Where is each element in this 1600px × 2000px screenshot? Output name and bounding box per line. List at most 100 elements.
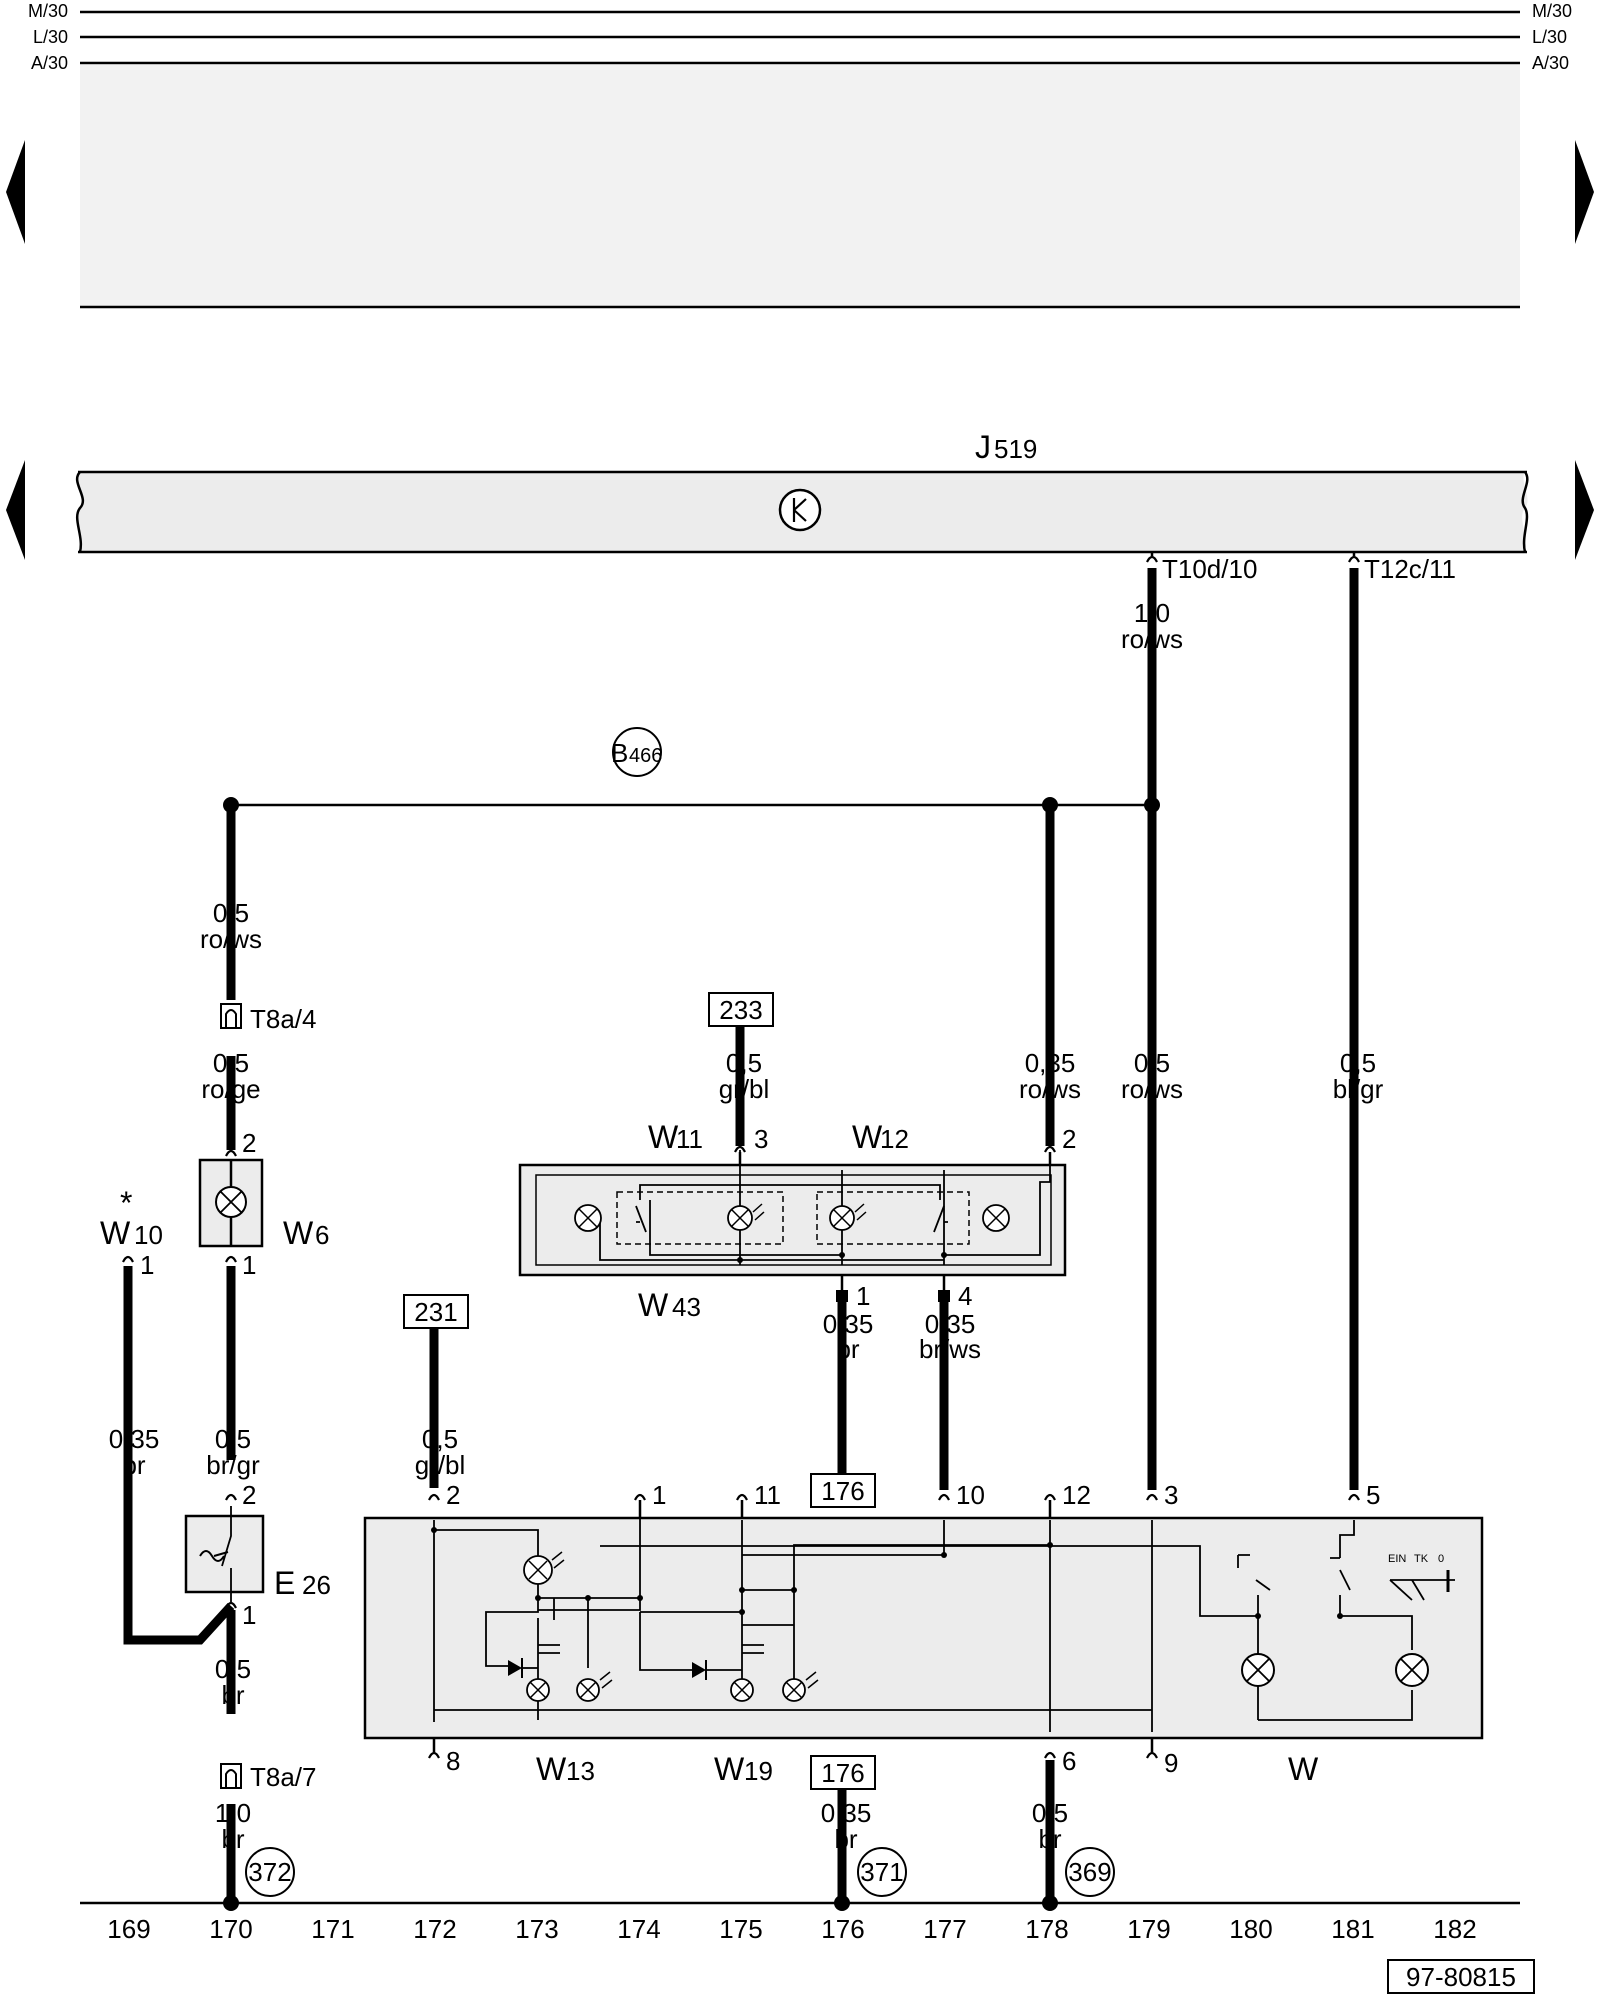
w6-label-main: W: [283, 1215, 314, 1251]
pin-label: 1: [856, 1281, 870, 1311]
w12-switch-icon: [933, 1205, 948, 1233]
w-door-switch-icon: [1238, 1554, 1340, 1559]
w11-lamp-icon: [574, 1204, 602, 1232]
wire-label: 0,35: [925, 1309, 976, 1339]
column-numbers: 169 170 171 172 173 174 175 176 177 178 …: [107, 1914, 1476, 1944]
wire-w10: [123, 1266, 235, 1645]
w13-label-main: W: [536, 1751, 567, 1787]
wire-label: ro/ws: [1019, 1074, 1081, 1104]
w19-label-sub: 19: [744, 1756, 773, 1786]
wire-label: 0,35: [1025, 1048, 1076, 1078]
column-number: 181: [1331, 1914, 1374, 1944]
w10-mark: *: [120, 1185, 132, 1221]
wire-label: gr/bl: [415, 1450, 466, 1480]
column-number: 177: [923, 1914, 966, 1944]
prev-section-arrow-icon[interactable]: [6, 460, 25, 560]
wire-label: 0,5: [215, 1424, 251, 1454]
wire-label: 1,0: [1134, 598, 1170, 628]
pin-label: 2: [1062, 1124, 1076, 1154]
pin-label: 9: [1164, 1748, 1178, 1778]
column-number: 174: [617, 1914, 660, 1944]
bus-label-l30-left: L/30: [33, 27, 68, 47]
wire-label: bl/gr: [1333, 1074, 1384, 1104]
wire-label: br: [1038, 1824, 1061, 1854]
w43-label-main: W: [638, 1287, 669, 1323]
column-number: 182: [1433, 1914, 1476, 1944]
w10-label-sub: 10: [134, 1220, 163, 1250]
ref-box-233[interactable]: 233: [708, 992, 774, 1027]
column-number: 178: [1025, 1914, 1068, 1944]
wire-label: 0,35: [109, 1424, 160, 1454]
j519-label-main: J: [975, 429, 991, 465]
wire-label: 0,5: [1134, 1048, 1170, 1078]
w6-lamp: [198, 1158, 264, 1248]
w12-label-sub: 12: [880, 1124, 909, 1154]
w12-label-main: W: [852, 1119, 883, 1155]
wire-label: br: [122, 1450, 145, 1480]
wire-label: 0,5: [1032, 1798, 1068, 1828]
wire-label: br: [836, 1334, 859, 1364]
b466-label-sub: 466: [629, 745, 662, 767]
bus-label-m30-right: M/30: [1532, 1, 1572, 21]
ref-box-176-bottom[interactable]: 176: [810, 1755, 876, 1790]
w-label: W: [1288, 1751, 1319, 1787]
bus-label-m30-left: M/30: [28, 1, 68, 21]
w43-assembly: [518, 1150, 1067, 1277]
w13-label-sub: 13: [566, 1756, 595, 1786]
wire-label: ro/ge: [201, 1074, 260, 1104]
pin-label: 12: [1062, 1480, 1091, 1510]
column-number: 172: [413, 1914, 456, 1944]
w11-switch-icon: [635, 1205, 647, 1233]
w-lamp-left-icon: [1241, 1653, 1275, 1687]
prev-page-arrow-icon[interactable]: [6, 140, 25, 244]
pin-label: 1: [242, 1250, 256, 1280]
w19-lamp-icon: [730, 1678, 754, 1702]
column-number: 179: [1127, 1914, 1170, 1944]
e26-switch: [184, 1506, 265, 1602]
ground-371: 371: [857, 1847, 907, 1897]
w11-label-sub: 11: [676, 1124, 703, 1154]
wire-label: ro/ws: [1121, 1074, 1183, 1104]
wire-label: br/ws: [919, 1334, 981, 1364]
wire-label: 0,5: [726, 1048, 762, 1078]
wire-label: br: [221, 1680, 244, 1710]
pin-label: 1: [652, 1480, 666, 1510]
column-number: 170: [209, 1914, 252, 1944]
ground-label: 369: [1068, 1857, 1111, 1887]
wire-label: gr/bl: [719, 1074, 770, 1104]
next-page-arrow-icon[interactable]: [1575, 140, 1594, 244]
wire-label: 0,5: [213, 1048, 249, 1078]
w6-label-sub: 6: [315, 1220, 329, 1250]
wire-label: 0,5: [1340, 1048, 1376, 1078]
w12-led-icon: [829, 1203, 867, 1231]
pin-label: 1: [242, 1600, 256, 1630]
ref-box-231[interactable]: 231: [403, 1294, 469, 1329]
connector-t8a4: T8a/4: [250, 1004, 317, 1034]
ref-176-label: 176: [821, 1758, 864, 1788]
bus-panel: [80, 65, 1520, 307]
ref-231-label: 231: [414, 1297, 457, 1327]
next-section-arrow-icon[interactable]: [1575, 460, 1594, 560]
w19-label-main: W: [714, 1751, 745, 1787]
j519-label-sub: 519: [994, 434, 1037, 464]
column-number: 169: [107, 1914, 150, 1944]
ref-box-176-top[interactable]: 176: [810, 1473, 876, 1508]
bus-section: M/30 L/30 A/30 M/30 L/30 A/30: [28, 1, 1572, 309]
w13-led-top-icon: [523, 1551, 565, 1585]
ref-233-label: 233: [719, 995, 762, 1025]
e26-label-sub: 26: [302, 1570, 331, 1600]
wire-label: 0,35: [821, 1798, 872, 1828]
ground-label: 372: [248, 1857, 291, 1887]
wires: [123, 568, 1359, 1900]
pin-label: 6: [1062, 1746, 1076, 1776]
ground-label: 371: [860, 1857, 903, 1887]
wire-label: 0,5: [215, 1654, 251, 1684]
wire-label: 0,35: [823, 1309, 874, 1339]
wire-label: br: [834, 1824, 857, 1854]
t12c-pin-icon: [1347, 555, 1361, 564]
w13-led-icon: [576, 1671, 613, 1702]
ground-369: 369: [1065, 1847, 1115, 1897]
connector-t8a7-symbol: [220, 1763, 242, 1789]
w13-diode-icon: [508, 1658, 538, 1678]
